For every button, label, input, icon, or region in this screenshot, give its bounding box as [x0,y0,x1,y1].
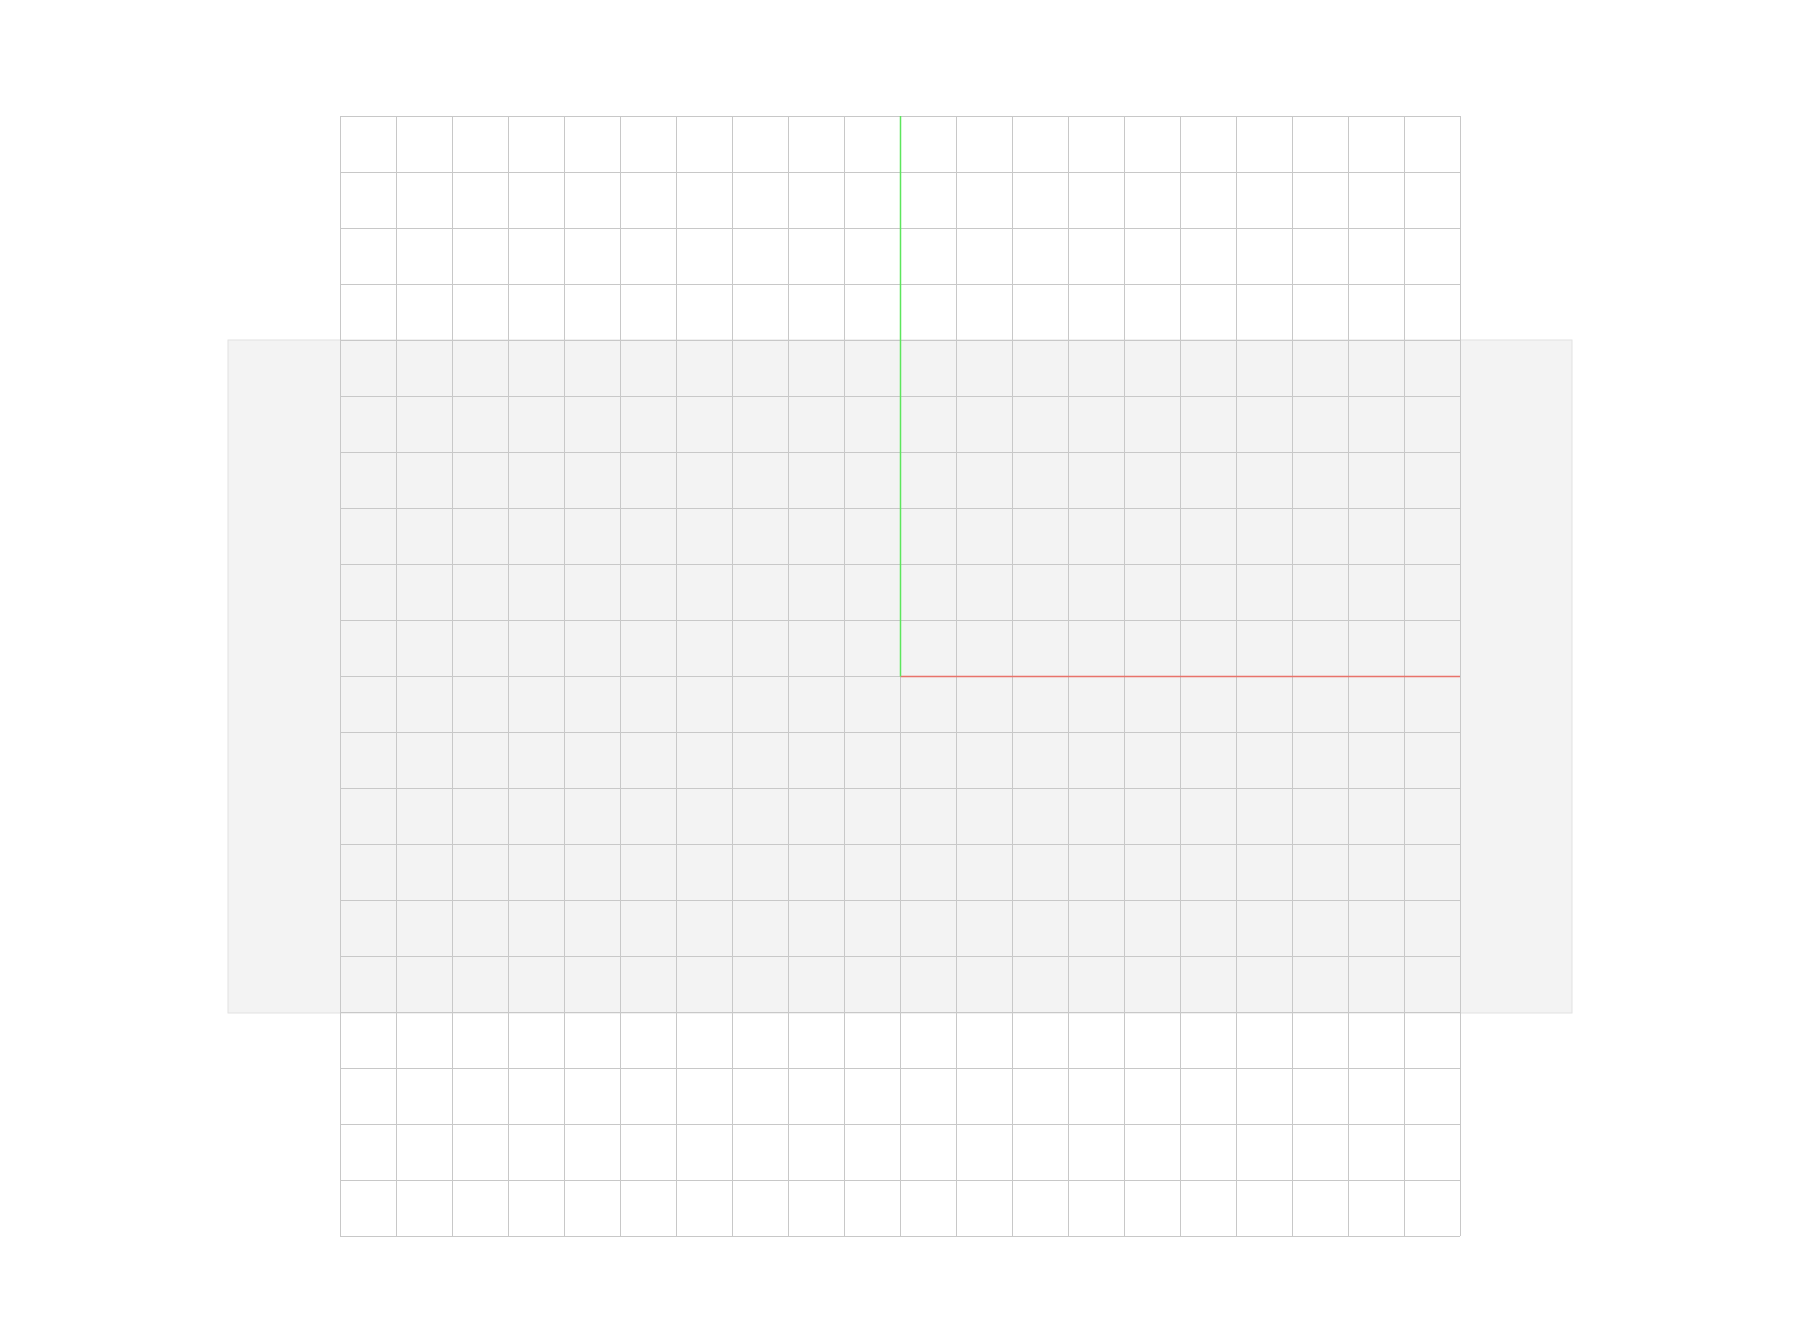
axis-layer [899,116,1460,678]
